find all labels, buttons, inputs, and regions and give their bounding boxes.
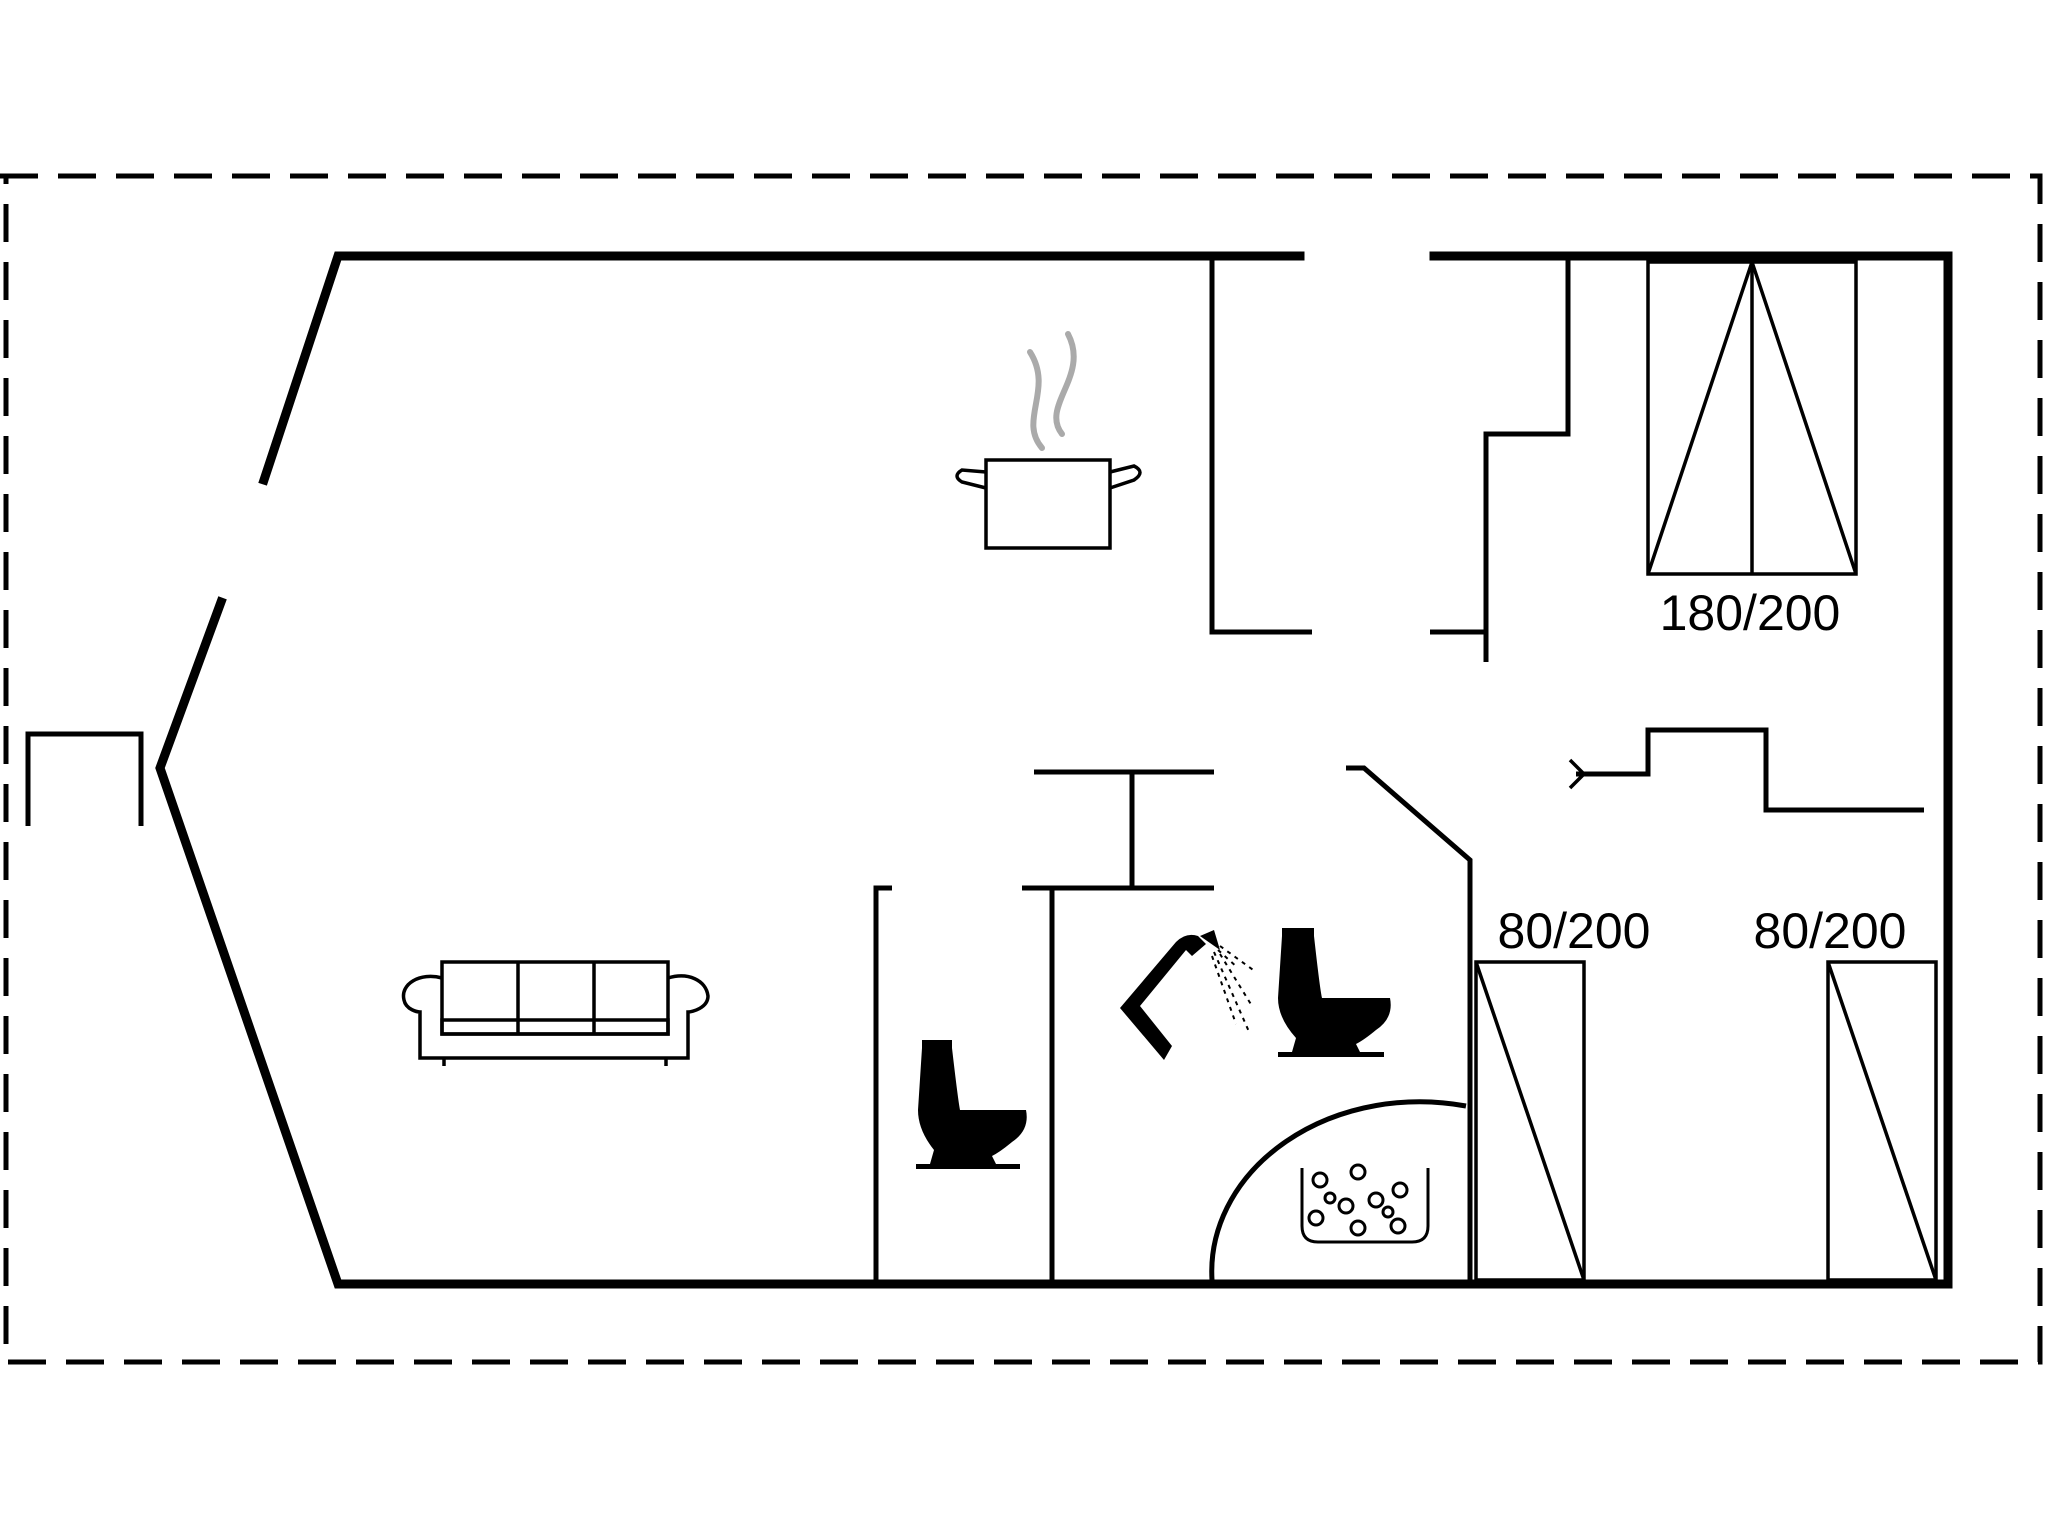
kitchen-partition bbox=[1209, 260, 1312, 635]
door-stop bbox=[1568, 758, 1586, 776]
sauna-stones-icon bbox=[1300, 1163, 1430, 1244]
kitchen-pot-icon bbox=[955, 331, 1142, 550]
sofa-icon bbox=[401, 960, 710, 1066]
exterior-walls bbox=[155, 251, 1953, 1289]
single-bed-1-label: 80/200 bbox=[1498, 903, 1651, 959]
double-bed-label: 180/200 bbox=[1660, 585, 1841, 641]
plot-boundary bbox=[0, 173, 2043, 1365]
bathroom-walls bbox=[873, 765, 1473, 1281]
shower-icon bbox=[1120, 930, 1257, 1060]
toilet-icon bbox=[1278, 928, 1391, 1057]
single-bed-2-label: 80/200 bbox=[1754, 903, 1907, 959]
toilet-icon bbox=[916, 1040, 1027, 1169]
bedroom-stepped-wall bbox=[1576, 727, 1924, 813]
single-bed-1: 80/200 bbox=[1474, 903, 1651, 1282]
double-bed: 180/200 bbox=[1646, 260, 1858, 641]
single-bed-2: 80/200 bbox=[1754, 903, 1938, 1282]
door-stop bbox=[1568, 772, 1586, 790]
hall-stepped-wall bbox=[1483, 260, 1571, 662]
terrace-step bbox=[25, 731, 144, 826]
